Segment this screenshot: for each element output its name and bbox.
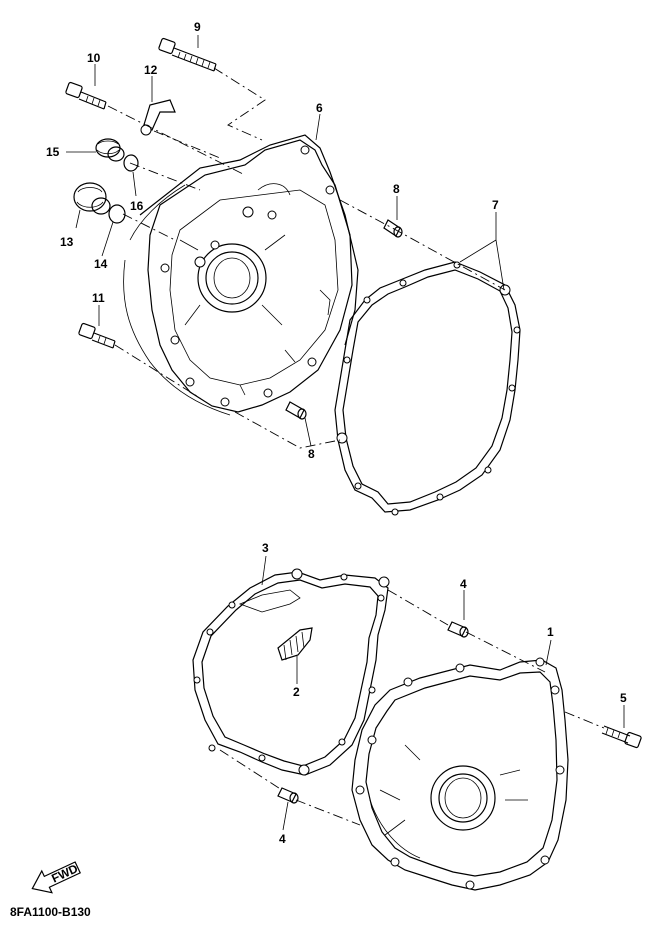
grommet-part-2[interactable] [277, 627, 313, 661]
o-ring-part-16[interactable] [123, 154, 139, 172]
plug-part-13[interactable] [73, 182, 111, 215]
label-part-5: 5 [620, 691, 627, 705]
label-part-15: 15 [46, 145, 60, 159]
leader-lines [66, 35, 625, 831]
gasket-part-7[interactable] [334, 261, 521, 516]
label-part-10: 10 [87, 51, 101, 65]
label-part-3: 3 [262, 541, 269, 555]
crankcase-cover-part-1[interactable] [351, 657, 569, 891]
label-part-16: 16 [130, 199, 144, 213]
label-part-8a: 8 [393, 182, 400, 196]
fwd-arrow-icon: FWD [31, 861, 81, 894]
bolt-part-5[interactable] [601, 725, 642, 749]
label-part-13: 13 [60, 235, 74, 249]
clip-part-12[interactable] [140, 99, 176, 136]
bolt-part-10[interactable] [65, 81, 107, 110]
dowel-pin-part-4b[interactable] [277, 787, 299, 804]
bolt-part-9[interactable] [158, 37, 217, 72]
label-part-4b: 4 [279, 832, 286, 846]
label-part-12: 12 [144, 63, 158, 77]
label-part-6: 6 [316, 101, 323, 115]
label-part-11: 11 [92, 291, 105, 305]
part-labels: 9 10 12 6 15 8 7 16 13 14 11 8 3 4 1 2 5… [46, 20, 627, 846]
label-part-8b: 8 [308, 447, 315, 461]
label-part-2: 2 [293, 685, 300, 699]
o-ring-part-14[interactable] [108, 204, 126, 224]
gasket-part-3[interactable] [192, 568, 390, 776]
plug-part-15[interactable] [95, 138, 125, 162]
dowel-pin-part-8b[interactable] [285, 401, 307, 420]
label-part-1: 1 [547, 625, 554, 639]
label-part-4a: 4 [460, 577, 467, 591]
label-part-14: 14 [94, 257, 108, 271]
clutch-cover-part-6[interactable] [123, 134, 359, 416]
bolt-part-11[interactable] [78, 322, 116, 349]
label-part-7: 7 [492, 198, 499, 212]
label-part-9: 9 [194, 20, 201, 34]
dowel-pin-part-4a[interactable] [447, 621, 469, 638]
diagram-code: 8FA1100-B130 [10, 905, 91, 919]
fwd-label: FWD [49, 861, 80, 885]
dowel-pin-part-8a[interactable] [383, 219, 403, 238]
